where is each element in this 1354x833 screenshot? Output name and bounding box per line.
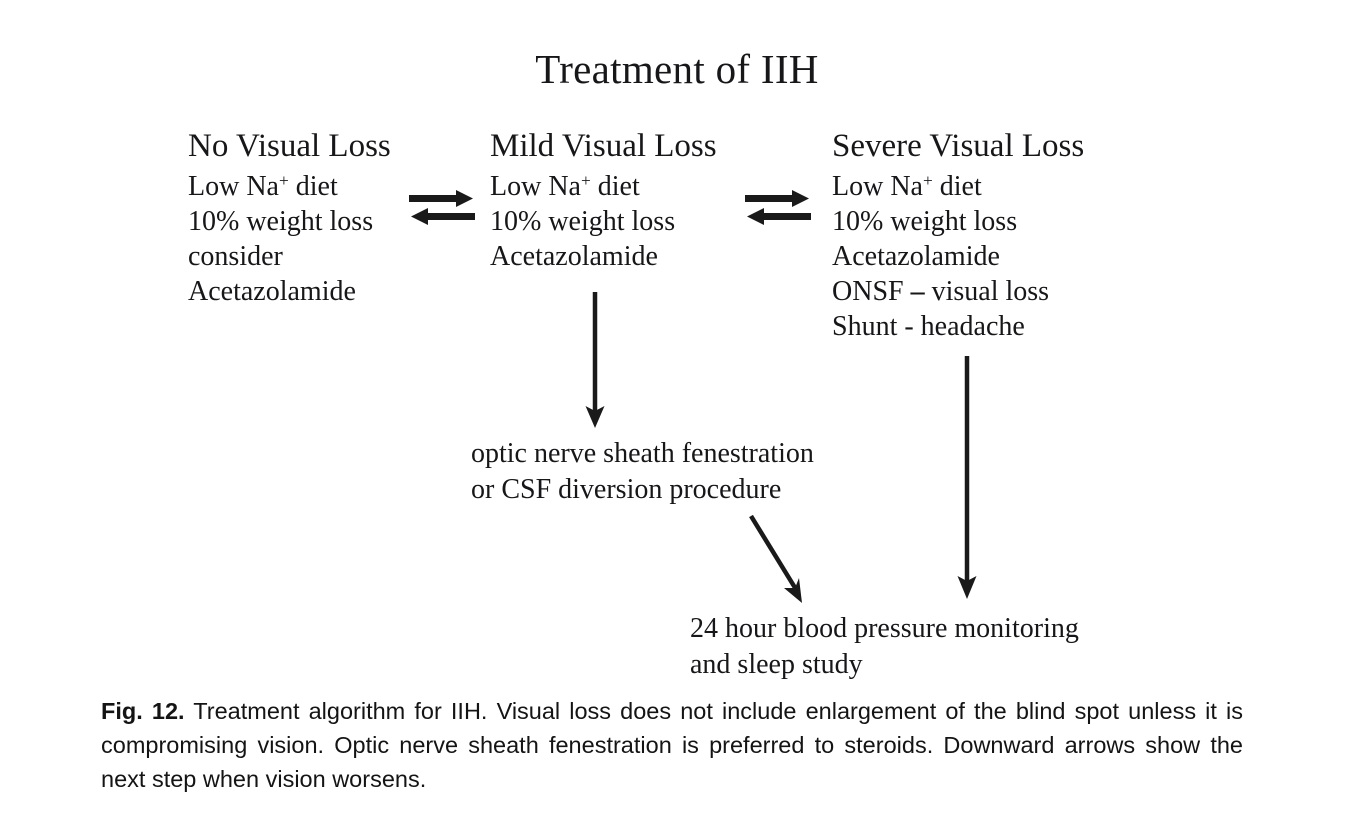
column-heading-no-visual-loss: No Visual Loss [188, 128, 391, 164]
final-step-line-1: 24 hour blood pressure monitoring [690, 613, 1079, 644]
diagonal-arrow-surgery-to-monitoring [749, 514, 802, 603]
treatment-line: Acetazolamide [188, 276, 356, 307]
treatment-line: Low Na+ diet [188, 169, 391, 204]
treatment-text: ONSF [832, 276, 911, 307]
final-step-block: 24 hour blood pressure monitoring and sl… [690, 611, 1079, 683]
mid-step-line-1: optic nerve sheath fenestration [471, 438, 814, 469]
column-heading-mild-visual-loss: Mild Visual Loss [490, 128, 717, 164]
figure-number-label: Fig. 12. [101, 698, 185, 724]
treatment-line: Low Na+ diet [832, 169, 1084, 204]
mid-step-block: optic nerve sheath fenestration or CSF d… [471, 436, 814, 508]
treatment-text-cont: diet [288, 171, 338, 202]
figure-caption: Fig. 12. Treatment algorithm for IIH. Vi… [101, 694, 1243, 796]
bidirectional-arrow-no-to-mild [409, 190, 475, 225]
treatment-line-shunt: Shunt - headache [832, 311, 1025, 342]
figure-caption-text: Treatment algorithm for IIH. Visual loss… [101, 698, 1244, 792]
treatment-line: Acetazolamide [832, 241, 1000, 272]
down-arrow-severe-to-monitoring [957, 356, 977, 599]
superscript-charge: + [278, 170, 289, 190]
treatment-text-cont: visual loss [924, 276, 1050, 307]
treatment-text: Low Na [832, 171, 923, 202]
treatment-line: 10% weight loss [490, 206, 676, 237]
treatment-line: Acetazolamide [490, 241, 658, 272]
bidirectional-arrow-mild-to-severe [745, 190, 811, 225]
superscript-charge: + [922, 170, 933, 190]
mid-step-line-2: or CSF diversion procedure [471, 474, 782, 505]
treatment-line: Low Na+ diet [490, 169, 717, 204]
column-no-visual-loss: No Visual Loss Low Na+ diet 10% weight l… [188, 126, 391, 309]
final-step-line-2: and sleep study [690, 649, 863, 680]
treatment-line: 10% weight loss [832, 206, 1018, 237]
down-arrow-mild-to-surgery [585, 292, 605, 428]
en-dash: – [910, 276, 925, 307]
column-severe-visual-loss: Severe Visual Loss Low Na+ diet 10% weig… [832, 126, 1084, 344]
treatment-line: 10% weight loss [188, 206, 374, 237]
treatment-text: Low Na [188, 171, 279, 202]
treatment-text: Low Na [490, 171, 581, 202]
treatment-line: consider [188, 241, 283, 272]
page-title: Treatment of IIH [535, 46, 819, 92]
treatment-text-cont: diet [932, 171, 982, 202]
superscript-charge: + [580, 170, 591, 190]
treatment-line-onsf: ONSF – visual loss [832, 274, 1084, 309]
treatment-text-cont: diet [590, 171, 640, 202]
column-mild-visual-loss: Mild Visual Loss Low Na+ diet 10% weight… [490, 126, 717, 274]
column-heading-severe-visual-loss: Severe Visual Loss [832, 128, 1085, 164]
